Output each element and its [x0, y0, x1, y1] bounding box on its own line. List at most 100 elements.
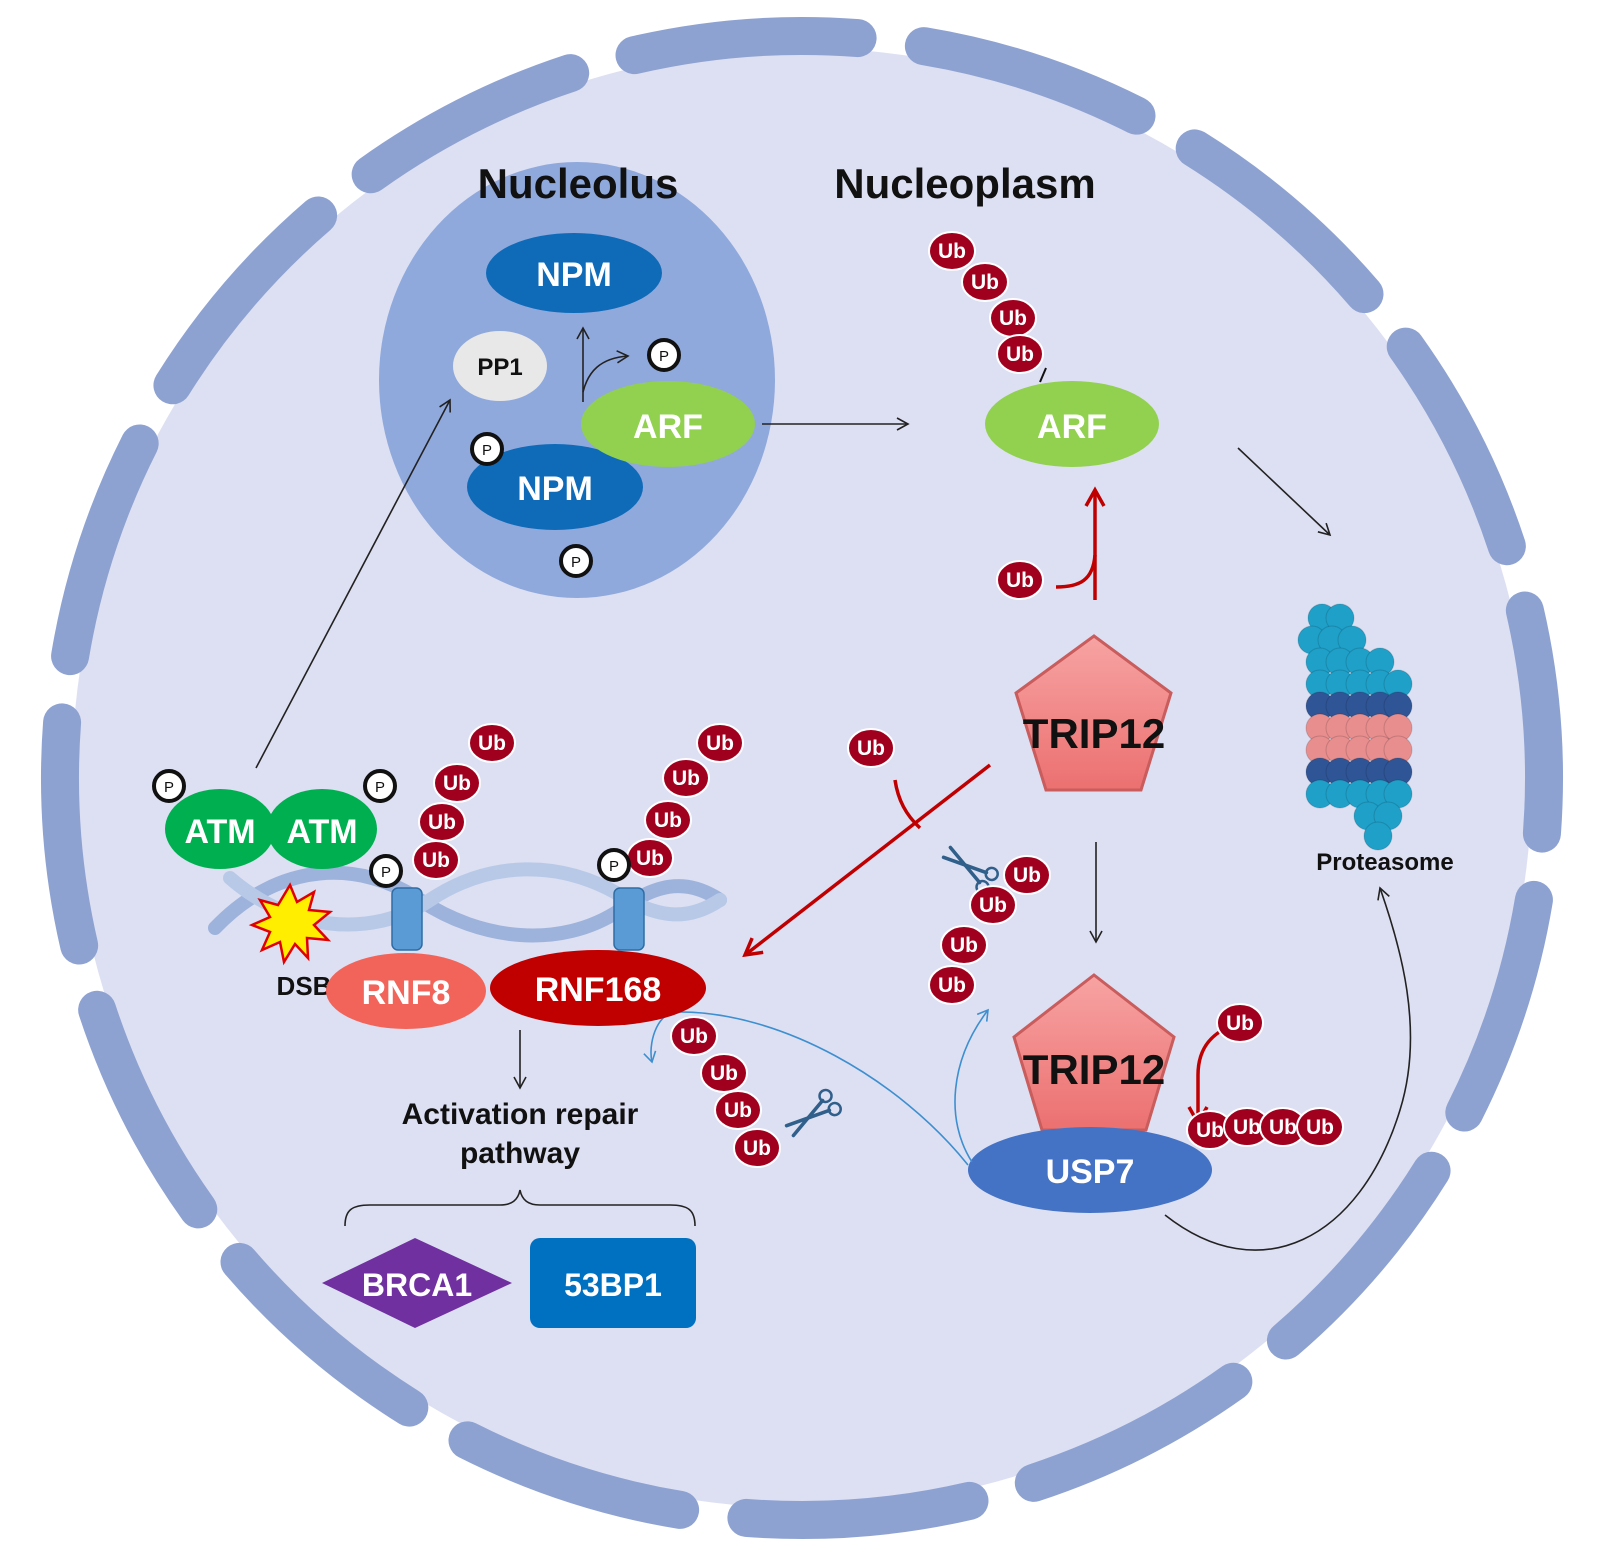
- envelope-segment: [1014, 1362, 1253, 1502]
- ubiquitin-icon: [928, 965, 976, 1005]
- ubiquitin-icon: [940, 925, 988, 965]
- pp1-label: PP1: [477, 354, 522, 381]
- 53bp1: [530, 1238, 696, 1328]
- phosphate-icon: [369, 854, 403, 888]
- envelope-segment: [51, 424, 159, 676]
- rnf168-label: RNF168: [535, 971, 662, 1009]
- ubiquitin-label: Ub: [938, 974, 966, 997]
- ubiquitin-label: Ub: [478, 732, 506, 755]
- nuclear-envelope: [41, 17, 1563, 1539]
- ubiquitin-icon: [714, 1090, 762, 1130]
- 53bp1-label: 53BP1: [564, 1267, 662, 1303]
- ubiquitin-label: Ub: [1306, 1116, 1334, 1139]
- ubiquitin-label: Ub: [443, 772, 471, 795]
- arf-ub-linker: [1039, 367, 1047, 383]
- npm-bottom-label: NPM: [517, 470, 593, 508]
- ubiquitin-icon: [1216, 1003, 1264, 1043]
- ubiquitin-label: Ub: [743, 1137, 771, 1160]
- rnf8: [326, 953, 486, 1029]
- npm-top-label: NPM: [536, 256, 612, 294]
- brca1: [322, 1238, 512, 1328]
- phosphate-label: P: [659, 348, 669, 365]
- envelope-segment: [41, 703, 99, 965]
- envelope-segment: [1266, 1151, 1451, 1360]
- pp1: [453, 331, 547, 401]
- arf-nucleoplasm: [985, 381, 1159, 467]
- histone-left: [391, 887, 423, 951]
- phosphate-icon: [559, 544, 593, 578]
- ubiquitin-icon: [700, 1053, 748, 1093]
- phosphate-label: P: [375, 779, 385, 796]
- envelope-segment: [727, 1481, 989, 1539]
- ubiquitin-label: Ub: [1196, 1119, 1224, 1142]
- phosphate-icon: [597, 848, 631, 882]
- phosphate-label: P: [381, 864, 391, 881]
- envelope-segment: [78, 990, 218, 1229]
- proteasome: [1297, 603, 1413, 851]
- histone-right: [613, 887, 645, 951]
- trip12-to-rnf168-arrow: [742, 763, 992, 958]
- ubiquitin-label: Ub: [710, 1062, 738, 1085]
- envelope-segment: [1386, 327, 1526, 566]
- arf-nucleoplasm-label: ARF: [1037, 408, 1107, 446]
- ubiquitin-label: Ub: [1233, 1116, 1261, 1139]
- usp7-to-rnf168-blue-arrow: [643, 1011, 969, 1166]
- npm-top: [486, 233, 662, 313]
- phosphate-icon: [470, 432, 504, 466]
- ubiquitin-icon: [662, 758, 710, 798]
- scissors-icon: [784, 1088, 842, 1138]
- ubiquitin-label: Ub: [422, 849, 450, 872]
- rnf8-label: RNF8: [362, 974, 451, 1012]
- ubiquitin-label: Ub: [857, 737, 885, 760]
- ubiquitin-label: Ub: [428, 811, 456, 834]
- proteasome-subunit: [1363, 821, 1393, 851]
- ubiquitin-label: Ub: [1006, 569, 1034, 592]
- phosphate-icon: [363, 769, 397, 803]
- ubiquitin-icon: [847, 728, 895, 768]
- ubiquitin-icon: [996, 334, 1044, 374]
- ubiquitin-label: Ub: [1226, 1012, 1254, 1035]
- ubiquitin-label: Ub: [636, 847, 664, 870]
- ubiquitin-label: Ub: [979, 894, 1007, 917]
- activation-label-line2: pathway: [460, 1137, 580, 1170]
- phosphate-label: P: [164, 779, 174, 796]
- ubiquitin-icon: [1003, 855, 1051, 895]
- dsb-starburst-icon: [248, 882, 334, 966]
- ubiquitin-label: Ub: [724, 1099, 752, 1122]
- nucleolus: [379, 162, 775, 598]
- rnf168: [490, 950, 706, 1026]
- brca1-label: BRCA1: [362, 1267, 472, 1303]
- atm-right-label: ATM: [286, 813, 357, 851]
- arf-nucleolus: [581, 381, 755, 467]
- ubiquitin-icon: [961, 262, 1009, 302]
- ubiquitin-label: Ub: [950, 934, 978, 957]
- phosphate-label: P: [609, 858, 619, 875]
- phosphate-icon: [152, 769, 186, 803]
- repair-brace: [344, 1189, 696, 1227]
- atm-right: [267, 789, 377, 869]
- envelope-segment: [1445, 880, 1553, 1132]
- ubiquitin-icon: [996, 560, 1044, 600]
- arf-to-proteasome-arrow: [1237, 447, 1332, 537]
- ubiquitin-icon: [733, 1128, 781, 1168]
- phosphate-release-arrow: [582, 350, 630, 393]
- atm-left-label: ATM: [184, 813, 255, 851]
- ubiquitin-icon: [670, 1016, 718, 1056]
- usp7-to-trip12-blue-arrow: [954, 1008, 989, 1163]
- npm-bottom: [467, 444, 643, 530]
- ubiquitin-label: Ub: [1013, 864, 1041, 887]
- ubiquitin-icon: [468, 723, 516, 763]
- envelope-segment: [153, 196, 338, 405]
- ubiquitin-label: Ub: [654, 809, 682, 832]
- ubiquitin-icon: [412, 840, 460, 880]
- activation-label-line1: Activation repair: [402, 1098, 639, 1131]
- trip12-bottom-label: TRIP12: [1023, 1046, 1165, 1093]
- envelope-segment: [1175, 129, 1384, 314]
- ub-to-rnf168-curve: [893, 779, 922, 830]
- atm-to-nucleolus-arrow: [255, 398, 451, 769]
- envelope-segment: [220, 1242, 429, 1427]
- usp7: [968, 1127, 1212, 1213]
- phosphate-icon: [647, 338, 681, 372]
- ubiquitin-label: Ub: [971, 271, 999, 294]
